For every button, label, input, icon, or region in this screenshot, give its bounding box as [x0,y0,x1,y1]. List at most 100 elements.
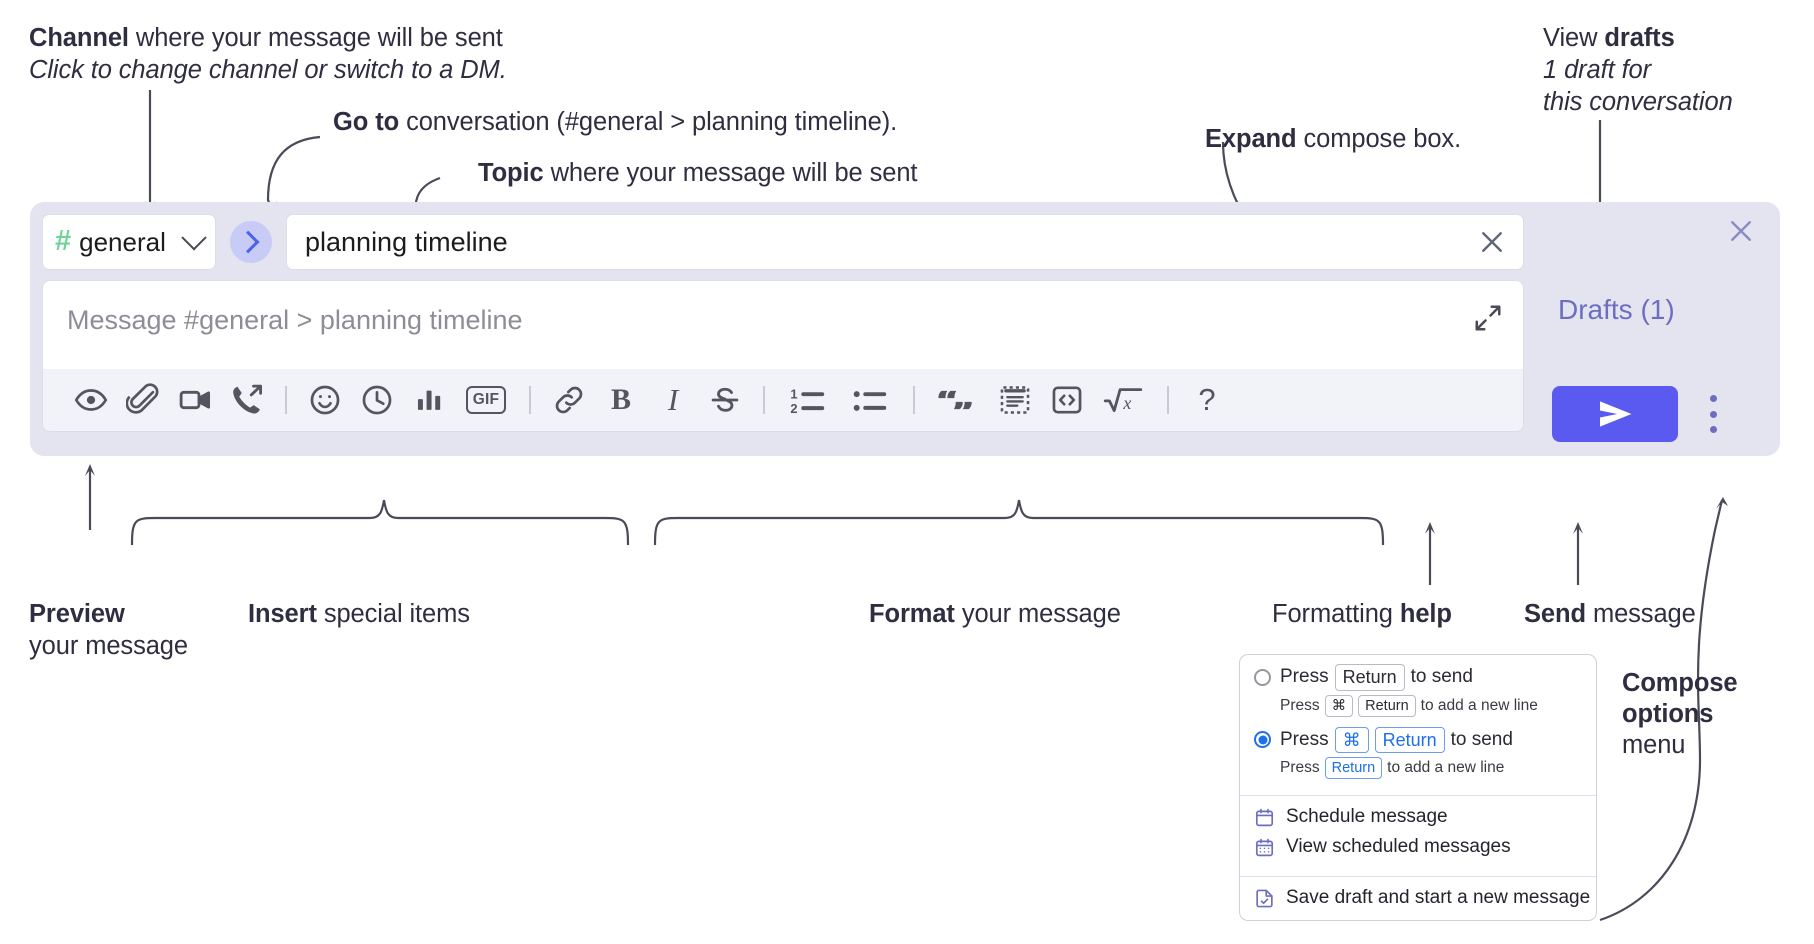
poll-icon[interactable] [403,377,455,423]
opt1-key-return: Return [1334,664,1405,691]
video-camera-icon[interactable] [169,377,221,423]
channel-selector[interactable]: # general [42,214,216,270]
calendar-icon [1254,807,1275,828]
menu-item-view-scheduled[interactable]: View scheduled messages [1240,833,1596,868]
annotation-compose-options: Compose options menu [1622,668,1738,761]
calendar-grid-icon [1254,837,1275,858]
help-icon[interactable]: ? [1181,377,1233,423]
help-label: ? [1198,382,1216,417]
compose-panel: # general planning timeline [30,202,1780,456]
send-option-cmd-return[interactable]: Press ⌘ Return to send Press Return to a… [1240,721,1596,788]
gif-icon[interactable]: GIF [455,377,517,423]
clear-topic-icon[interactable] [1477,227,1507,257]
menu-item-save-draft[interactable]: Save draft and start a new message [1240,877,1596,920]
annotation-compose-options-rest: menu [1622,731,1686,760]
annotation-expand-bold: Expand [1205,125,1297,153]
opt2-sub-key-return: Return [1324,757,1383,780]
math-icon[interactable]: x [1093,377,1155,423]
opt1-sub-rest: to add a new line [1420,696,1538,714]
topic-value: planning timeline [305,226,508,257]
annotation-drafts: View drafts 1 draft for this conversatio… [1543,22,1733,118]
annotation-format-bold: Format [869,600,955,628]
svg-text:x: x [1122,393,1131,413]
strikethrough-icon[interactable] [699,377,751,423]
close-icon[interactable] [1726,216,1756,246]
clock-icon[interactable] [351,377,403,423]
annotation-insert-bold: Insert [248,600,317,628]
code-block-icon[interactable] [989,377,1041,423]
kebab-dot-2 [1709,410,1717,418]
paperclip-icon[interactable] [117,377,169,423]
chevron-down-icon [181,225,207,251]
annotation-drafts-sub1: 1 draft for [1543,56,1652,85]
drafts-link[interactable]: Drafts (1) [1558,294,1675,325]
channel-name-label: general [79,226,166,257]
svg-text:1: 1 [790,387,797,402]
blockquote-icon[interactable] [927,377,989,423]
menu-item-view-scheduled-label: View scheduled messages [1286,836,1511,858]
annotation-format: Format your message [869,598,1121,630]
opt2-key-return: Return [1374,726,1445,754]
annotation-goto: Go to conversation (#general > planning … [333,106,897,138]
radio-return[interactable] [1254,668,1271,686]
annotation-drafts-sub2: this conversation [1543,88,1733,117]
radio-cmd-return[interactable] [1254,731,1271,749]
goto-conversation-button[interactable] [230,221,272,263]
eye-icon[interactable] [65,377,117,423]
italic-label: I [667,382,679,417]
annotation-insert: Insert special items [248,598,470,630]
message-placeholder: Message #general > planning timeline [67,305,523,335]
bold-label: B [610,383,631,416]
send-button[interactable] [1552,386,1678,442]
inline-code-icon[interactable] [1041,377,1093,423]
annotation-expand-rest: compose box. [1296,125,1462,153]
annotation-topic-rest: where your message will be sent [543,159,918,187]
annotation-topic-bold: Topic [478,159,544,187]
annotation-drafts-bold: drafts [1604,24,1675,52]
annotation-goto-rest: conversation (#general > planning timeli… [399,108,898,136]
annotation-help-bold: help [1399,600,1452,628]
phone-forward-icon[interactable] [221,377,273,423]
compose-options-menu: Press Return to send Press ⌘ Return to a… [1239,654,1597,922]
annotation-preview-bold: Preview [29,600,125,628]
bold-icon[interactable]: B [595,377,647,423]
annotation-expand: Expand compose box. [1205,123,1461,155]
annotation-goto-bold: Go to [333,108,400,136]
ordered-list-icon[interactable]: 1 2 [777,377,839,423]
menu-item-schedule-message[interactable]: Schedule message [1240,796,1596,833]
opt1-to-send: to send [1410,666,1473,688]
send-option-cmd-return-main: Press ⌘ Return to send [1254,726,1582,754]
italic-icon[interactable]: I [647,377,699,423]
compose-options-button[interactable] [1700,392,1726,436]
emoji-icon[interactable] [299,377,351,423]
annotation-send-bold: Send [1524,600,1586,628]
send-option-cmd-return-sub: Press Return to add a new line [1280,757,1582,780]
link-icon[interactable] [543,377,595,423]
opt1-sub-key-return: Return [1358,694,1416,717]
toolbar-divider-3 [763,386,765,414]
annotation-help: Formatting help [1272,598,1452,630]
send-option-return[interactable]: Press Return to send Press ⌘ Return to a… [1240,655,1596,721]
annotation-format-rest: your message [954,600,1121,628]
gif-label: GIF [465,386,507,414]
message-input[interactable]: Message #general > planning timeline [43,281,1523,369]
menu-item-schedule-message-label: Schedule message [1286,806,1448,828]
topic-input[interactable]: planning timeline [286,214,1524,270]
annotation-channel-rest: where your message will be sent [128,24,503,52]
opt1-sub-press: Press [1280,696,1320,714]
opt2-sub-rest: to add a new line [1387,759,1505,777]
bullet-list-icon[interactable] [839,377,901,423]
send-option-return-main: Press Return to send [1254,664,1582,691]
expand-compose-icon[interactable] [1473,303,1503,333]
send-option-return-sub: Press ⌘ Return to add a new line [1280,694,1582,717]
annotation-topic: Topic where your message will be sent [478,157,918,189]
toolbar-divider-1 [285,386,287,414]
opt2-to-send: to send [1450,728,1513,750]
hash-icon: # [55,224,72,257]
compose-header-row: # general planning timeline [42,214,1524,270]
opt2-key-cmd: ⌘ [1334,726,1369,754]
annotation-insert-rest: special items [316,600,470,628]
toolbar-divider-5 [1167,386,1169,414]
send-option-return-label: Press Return to send [1280,664,1473,691]
annotation-compose-options-bold1: Compose [1622,669,1738,697]
